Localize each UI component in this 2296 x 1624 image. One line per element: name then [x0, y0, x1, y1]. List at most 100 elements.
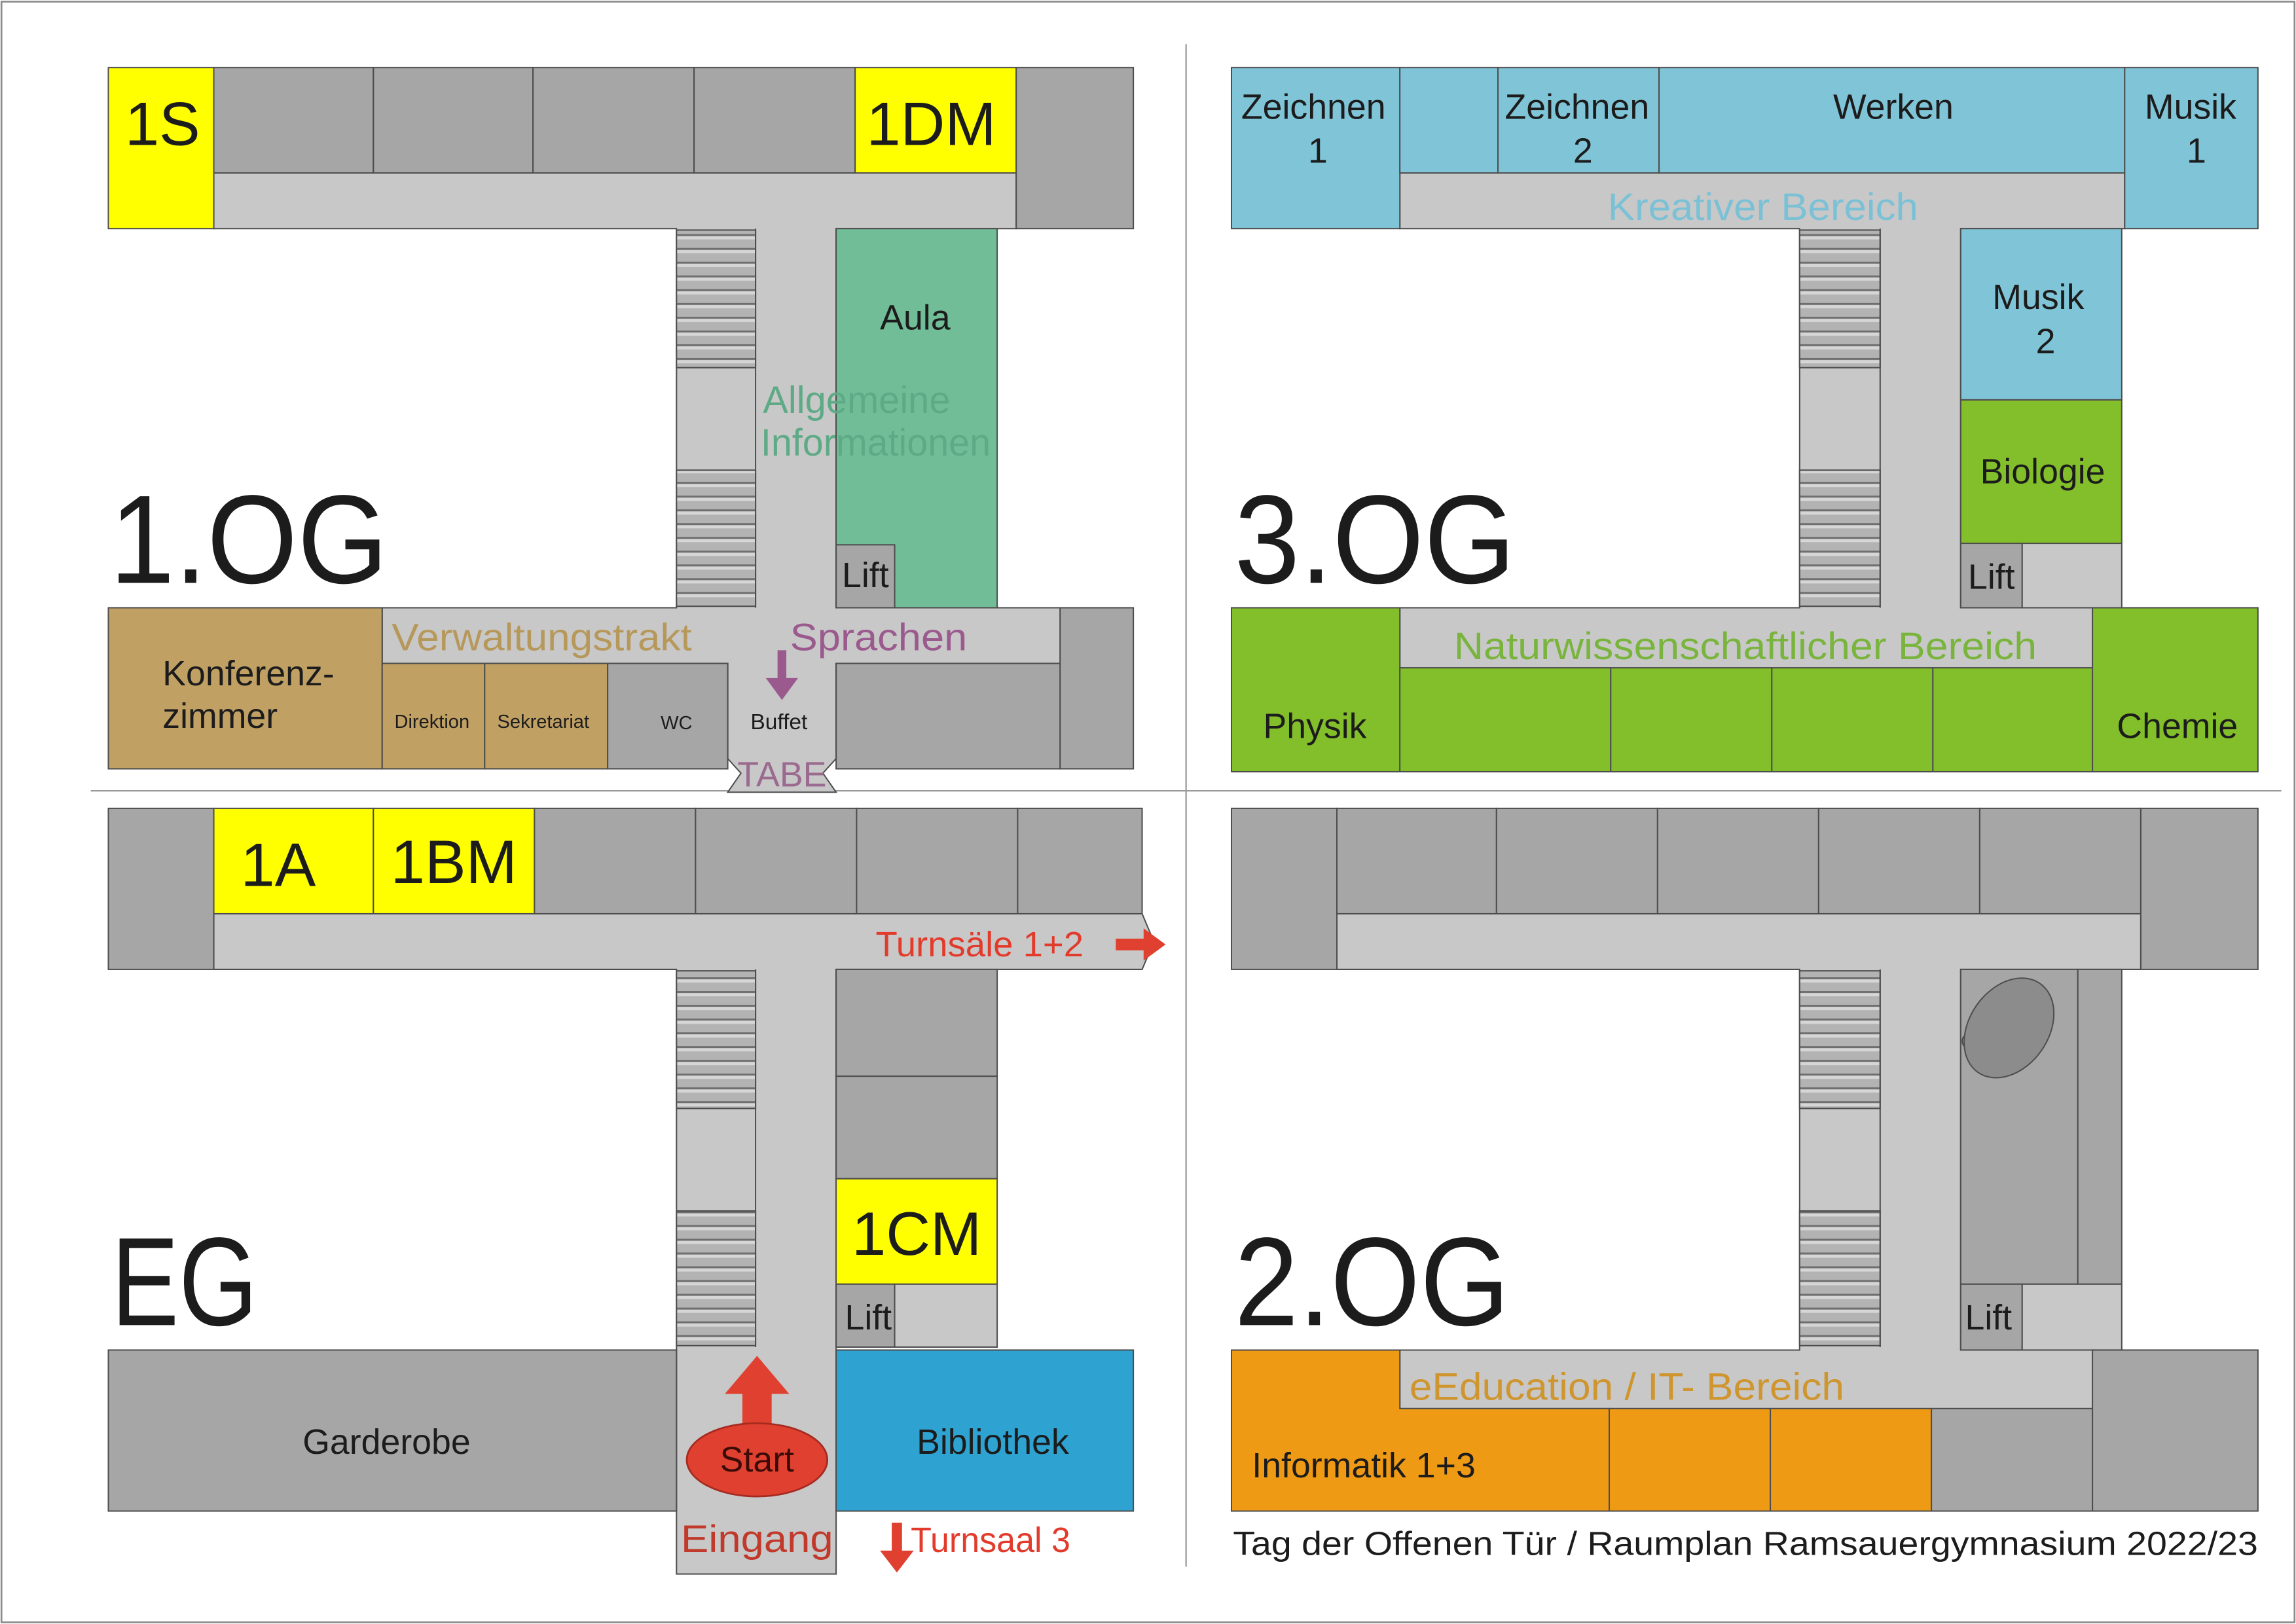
floor-label: 3.OG	[1234, 469, 1515, 609]
floor-3og: 3.OG Zeichnen 1 Zeichnen 2 Werken Musik …	[1230, 67, 2259, 772]
biology-room	[1959, 399, 2123, 545]
classroom-1s-label: 1S	[125, 90, 200, 158]
lift-room	[1959, 1283, 2023, 1351]
classroom-1s	[107, 67, 215, 230]
crafts-room	[1658, 67, 2126, 174]
it-room	[1770, 1407, 1933, 1512]
secretariat-label: Sekretariat	[498, 712, 590, 732]
creative-room	[1399, 67, 1499, 174]
informatics-label: Informatik 1+3	[1252, 1446, 1475, 1485]
floor-label: EG	[111, 1211, 258, 1352]
library-room	[835, 1349, 1135, 1512]
science-room	[1399, 667, 1612, 772]
lift-lobby	[2021, 1283, 2123, 1351]
classroom-1bm-label: 1BM	[391, 827, 517, 896]
chemistry-label: Chemie	[2117, 707, 2238, 746]
wc-label: WC	[661, 713, 692, 734]
area-info-label-line1: Allgemeine	[763, 379, 950, 422]
music-room-1	[2124, 67, 2259, 230]
area-languages-label: Sprachen	[790, 616, 968, 659]
start-label: Start	[720, 1440, 794, 1479]
physics-room	[1230, 607, 1401, 772]
room	[1817, 807, 1980, 914]
room	[1230, 807, 1338, 970]
stairs	[676, 970, 757, 1110]
crafts-label: Werken	[1833, 87, 1954, 126]
direction-office	[381, 662, 486, 770]
footer-caption: Tag der Offenen Tür / Raumplan Ramsauerg…	[1233, 1525, 2258, 1562]
biology-label: Biologie	[1980, 452, 2105, 491]
library-label: Bibliothek	[917, 1422, 1069, 1462]
music-2-label-line2: 2	[2036, 321, 2056, 361]
cloakroom-label: Garderobe	[302, 1422, 471, 1462]
floor-2og: 2.OG Lift eEducation / IT- Bereich Infor…	[1230, 807, 2259, 1512]
room	[835, 1075, 998, 1180]
gyms-1-2-label: Turnsäle 1+2	[875, 925, 1084, 964]
sculpture-shape	[1961, 977, 2055, 1079]
room	[1931, 1407, 2094, 1512]
it-room	[1609, 1407, 1772, 1512]
room	[856, 807, 1019, 914]
room	[1495, 807, 1658, 914]
lift-room	[835, 544, 896, 609]
music-2-label-line1: Musik	[1992, 278, 2084, 317]
classroom-1cm	[835, 1178, 998, 1285]
room	[835, 968, 998, 1077]
aula-label: Aula	[880, 298, 951, 338]
room	[2140, 807, 2259, 970]
stairs	[676, 469, 757, 607]
room	[695, 807, 858, 914]
stairs	[1798, 229, 1881, 369]
science-room	[1932, 667, 2094, 772]
classroom-1dm-label: 1DM	[866, 90, 996, 158]
classroom-1dm	[854, 67, 1017, 174]
area-creative-label: Kreativer Bereich	[1608, 186, 1918, 228]
entrance-label: Eingang	[681, 1518, 833, 1561]
lift-lobby	[2021, 543, 2123, 609]
gym-3-label: Turnsaal 3	[911, 1521, 1070, 1560]
room	[1336, 807, 1497, 914]
stairs	[1798, 469, 1881, 607]
drawing-1-label-line1: Zeichnen	[1241, 87, 1386, 126]
tabe-label: TABE	[737, 755, 826, 794]
secretariat-office	[484, 662, 609, 770]
stairs	[676, 229, 757, 369]
lift-room	[835, 1283, 896, 1348]
start-marker	[685, 1422, 829, 1498]
stairs	[1798, 1210, 1881, 1346]
drawing-1-label-line2: 1	[1308, 132, 1328, 171]
science-room	[1610, 667, 1773, 772]
drawing-2-label-line1: Zeichnen	[1504, 87, 1649, 126]
floor-eg: EG 1A 1BM Turnsäle 1+2 1CM Lift Garderob…	[107, 807, 1166, 1575]
area-admin-label: Verwaltungstrakt	[392, 616, 692, 659]
stairs	[676, 1210, 757, 1346]
conference-label-line1: Konferenz-	[162, 654, 334, 693]
science-room	[1771, 667, 1934, 772]
classroom-1cm-label: 1CM	[852, 1199, 981, 1268]
music-1-label-line1: Musik	[2145, 87, 2236, 126]
arrow-down-icon	[880, 1523, 914, 1573]
conference-label-line2: zimmer	[162, 696, 278, 736]
room	[213, 67, 374, 174]
lift-label: Lift	[1965, 1298, 2013, 1337]
cloakroom	[107, 1349, 678, 1512]
room	[1015, 67, 1135, 230]
room	[532, 67, 695, 174]
floor-1og: 1.OG 1S 1DM Aula Allgemeine Informatione…	[107, 67, 1135, 794]
room	[1017, 807, 1143, 914]
lift-lobby	[894, 1283, 998, 1348]
physics-label: Physik	[1263, 707, 1366, 746]
room	[107, 807, 215, 970]
area-info-label-line2: Informationen	[761, 422, 991, 464]
room	[2077, 968, 2123, 1285]
area-it-label: eEducation / IT- Bereich	[1410, 1365, 1844, 1408]
stairs	[1798, 970, 1881, 1110]
room	[693, 67, 856, 174]
room	[1978, 807, 2141, 914]
room	[534, 807, 697, 914]
arrow-right-icon	[1116, 928, 1166, 961]
room	[373, 67, 534, 174]
room	[1059, 607, 1135, 770]
classroom-1a-label: 1A	[241, 830, 316, 899]
